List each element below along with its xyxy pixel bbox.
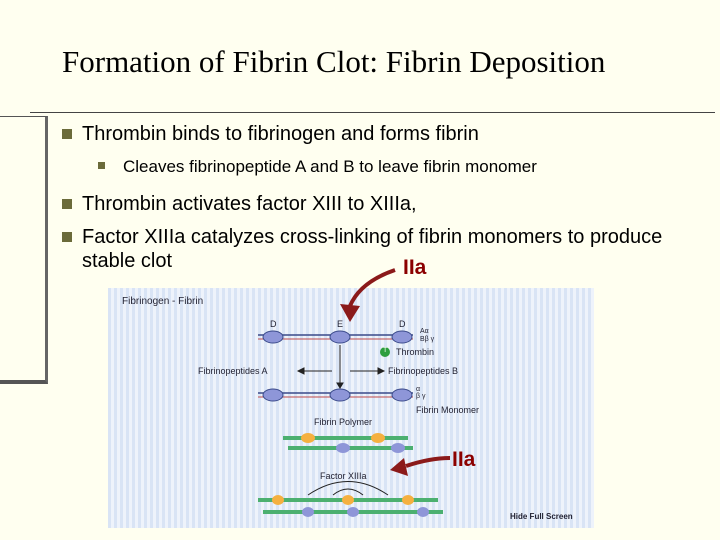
bullet-3: Factor XIIIa catalyzes cross-linking of … [62,225,702,273]
sub-bullet: Cleaves fibrinopeptide A and B to leave … [98,155,537,179]
bullet-2: Thrombin activates factor XIII to XIIIa, [62,192,417,216]
chain-labels: Aα Bβ γ [420,328,435,343]
bullet-1: Thrombin binds to fibrinogen and forms f… [62,122,479,146]
hide-full-screen-button[interactable]: Hide Full Screen [510,512,573,521]
domain-d-right: D [399,319,406,329]
fibrin-monomer-label: Fibrin Monomer [416,405,480,415]
bullet-text: Factor XIIIa catalyzes cross-linking of … [82,226,663,272]
fibrin-formation-diagram: Fibrinogen - Fibrin D E D Aα Bβ γ T Thro… [108,288,594,528]
fibrin-polymer-label: Fibrin Polymer [314,417,373,427]
bullet-text: Thrombin binds to fibrinogen and forms f… [82,123,479,145]
bullet-marker [62,129,72,139]
crosslinked-fibrin [258,495,443,517]
bullet-text: Thrombin activates factor XIII to XIIIa, [82,193,417,215]
bullet-text: Cleaves fibrinopeptide A and B to leave … [123,157,537,176]
iia-label-bottom: IIa [452,448,476,471]
monomer-chain-labels: α β γ [416,386,426,400]
diagram-drawing [258,330,443,517]
cleavage-arrows [296,345,386,389]
thrombin-badge: T [383,347,388,354]
bullet-marker [62,232,72,242]
iia-label-top: IIa [403,256,427,279]
figure-title: Fibrinogen - Fibrin [122,296,204,307]
fibrinopeptides-a-label: Fibrinopeptides A [198,366,268,376]
fibrinogen-molecule [258,330,413,344]
fibrin-monomer-molecule [258,388,413,402]
factor-xiiia-label: Factor XIIIa [320,471,367,481]
left-decoration [0,116,48,384]
thrombin-label: Thrombin [396,347,435,357]
title-divider [30,112,715,113]
domain-d-left: D [270,319,277,329]
thrombin-icon [380,347,390,357]
fibrinopeptides-b-label: Fibrinopeptides B [388,366,459,376]
bullet-marker [98,162,105,169]
fibrin-polymer [283,433,413,453]
domain-e: E [337,319,344,329]
slide-title: Formation of Fibrin Clot: Fibrin Deposit… [62,44,606,79]
crosslink-arrows [307,481,389,496]
bullet-marker [62,199,72,209]
